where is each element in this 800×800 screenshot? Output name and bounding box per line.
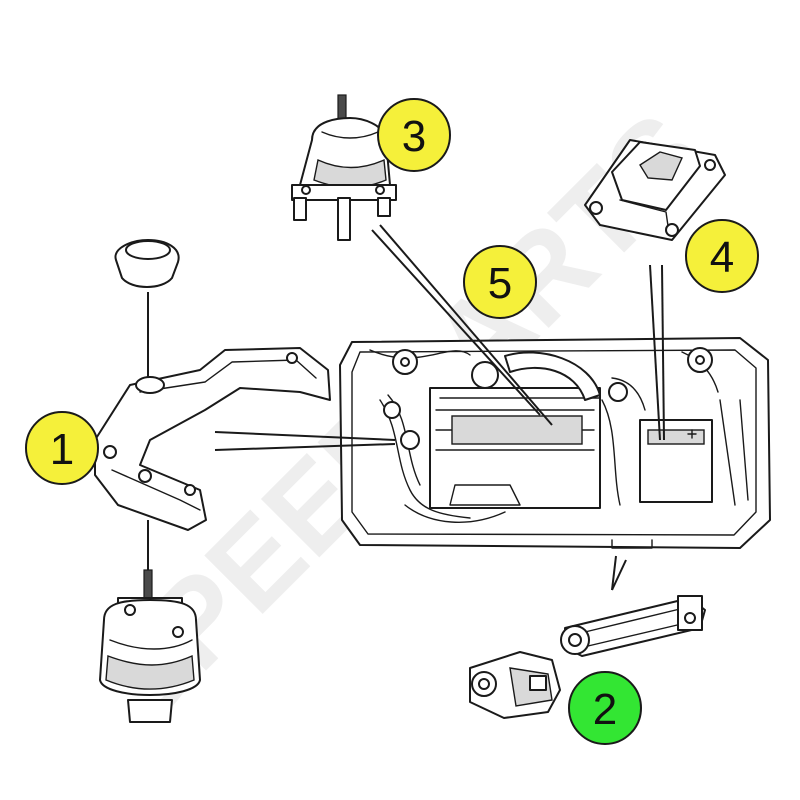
upper-mount-part-3	[291, 94, 397, 241]
bracket-part-1	[94, 239, 331, 723]
callout-4-circle	[685, 219, 759, 293]
callout-1-circle	[25, 411, 99, 485]
leader-lines	[214, 224, 665, 591]
callout-5-label: 5	[488, 259, 512, 308]
callout-2: 2	[568, 671, 642, 745]
callout-2-circle	[568, 671, 642, 745]
callout-3: 3	[377, 98, 451, 172]
engine-bay	[339, 337, 771, 549]
callout-5-circle	[463, 245, 537, 319]
callout-4: 4	[685, 219, 759, 293]
callout-3-label: 3	[402, 112, 426, 161]
mount-pad-part-4	[584, 139, 726, 241]
callout-5: 5	[463, 245, 537, 319]
callout-1: 1	[25, 411, 99, 485]
callout-1-label: 1	[50, 425, 74, 474]
callout-4-label: 4	[710, 233, 734, 282]
callout-2-label: 2	[593, 685, 617, 734]
torque-rod-part-2	[469, 595, 706, 719]
callout-3-circle	[377, 98, 451, 172]
